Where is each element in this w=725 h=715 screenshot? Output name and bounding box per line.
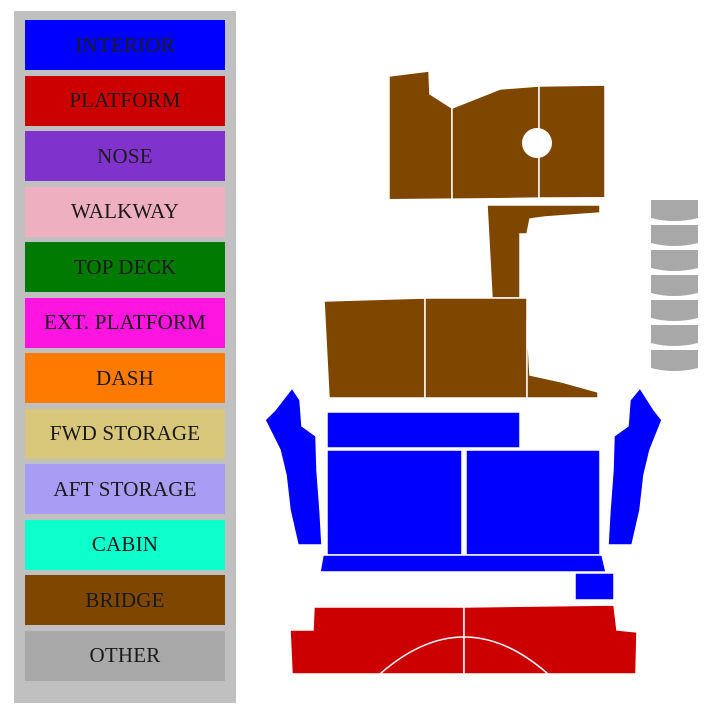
legend-item-top-deck: TOP DECK <box>25 242 225 292</box>
legend-item-walkway: WALKWAY <box>25 186 225 237</box>
other-section <box>651 200 698 371</box>
platform-panel-right <box>463 604 638 675</box>
bridge-lower-panel-right <box>526 319 599 399</box>
other-piece-1 <box>651 200 698 221</box>
interior-section <box>264 386 663 601</box>
other-piece-2 <box>651 225 698 246</box>
boat-layout-diagram <box>245 60 715 680</box>
bridge-lower-panel-left <box>323 297 426 399</box>
color-legend: INTERIOR PLATFORM NOSE WALKWAY TOP DECK … <box>14 11 236 703</box>
legend-item-dash: DASH <box>25 353 225 403</box>
bridge-lower-section <box>323 297 599 399</box>
interior-center-left <box>326 449 463 556</box>
other-piece-7 <box>651 350 698 371</box>
legend-item-platform: PLATFORM <box>25 75 225 126</box>
platform-arc <box>379 636 549 675</box>
interior-step-block <box>574 572 615 601</box>
bridge-lower-panel-center <box>424 297 528 399</box>
interior-bottom-band <box>319 554 607 573</box>
interior-center-right <box>465 449 601 556</box>
other-piece-6 <box>651 325 698 346</box>
legend-item-fwd-storage: FWD STORAGE <box>25 408 225 459</box>
legend-item-cabin: CABIN <box>25 519 225 570</box>
bridge-upper-panel-left <box>388 70 453 201</box>
legend-item-other: OTHER <box>25 630 225 681</box>
platform-section <box>289 604 638 675</box>
legend-item-nose: NOSE <box>25 131 225 181</box>
other-piece-5 <box>651 300 698 321</box>
interior-top-panel <box>326 411 521 449</box>
other-piece-3 <box>651 250 698 271</box>
legend-item-ext-platform: EXT. PLATFORM <box>25 297 225 348</box>
legend-item-bridge: BRIDGE <box>25 575 225 625</box>
interior-side-left <box>264 386 323 546</box>
bridge-hatch-hole <box>522 128 552 158</box>
legend-item-aft-storage: AFT STORAGE <box>25 464 225 514</box>
legend-item-interior: INTERIOR <box>25 20 225 70</box>
bridge-upper-section <box>388 70 606 299</box>
interior-side-right <box>607 386 663 546</box>
other-piece-4 <box>651 275 698 296</box>
bridge-stem <box>486 204 601 299</box>
